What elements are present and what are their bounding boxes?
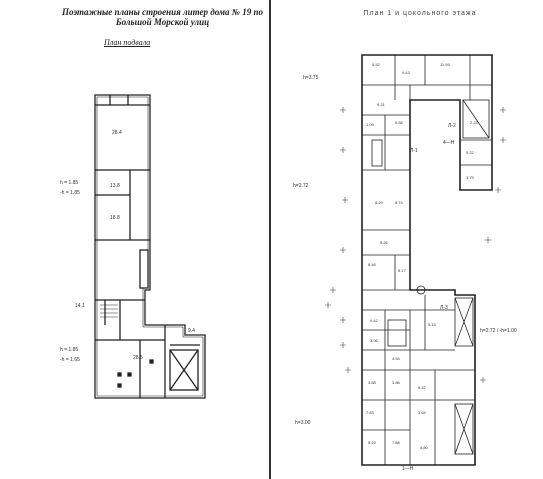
room-area: 8.46 xyxy=(368,262,376,267)
basement-level-mark: h = 1.85 xyxy=(60,180,79,186)
basement-room-area: 13.8 xyxy=(110,183,120,189)
room-area: 3.96 xyxy=(370,338,378,343)
room-area: 1.09 xyxy=(366,122,374,127)
basement-level-mark: -h = 1.85 xyxy=(60,190,80,196)
basement-level-mark: h = 1.85 xyxy=(60,347,79,353)
axis-mark: 4—H xyxy=(443,140,455,146)
room-area: 4.80 xyxy=(420,445,428,450)
room-area: 5.15 xyxy=(428,322,436,327)
sheet-divider xyxy=(269,0,271,479)
height-mark: h=3.00 xyxy=(295,420,311,426)
room-area: 3.86 xyxy=(392,380,400,385)
height-mark: h=2.72 xyxy=(293,183,309,189)
room-area: 8.29 xyxy=(375,200,383,205)
basement-room-area: 18.8 xyxy=(110,215,120,221)
height-mark: h=2.72 / -h=1.00 xyxy=(480,328,517,334)
room-area: 8.74 xyxy=(395,200,403,205)
room-area: 7.88 xyxy=(392,440,400,445)
room-area: 2.23 xyxy=(470,120,478,125)
room-area: 5.17 xyxy=(398,268,406,273)
basement-room-area: 28.5 xyxy=(133,355,143,361)
room-area: 4.42 xyxy=(370,318,378,323)
axis-mark: 1—H xyxy=(402,466,414,472)
room-area: 5.29 xyxy=(368,440,376,445)
room-area: 3.88 xyxy=(368,380,376,385)
basement-room-area: 28.4 xyxy=(112,130,122,136)
room-area: 3.79 xyxy=(466,175,474,180)
right-sheet-title: План 1 и цокольного этажа xyxy=(363,10,477,17)
room-area: 4.43 xyxy=(402,70,410,75)
basement-room-area: 9.4 xyxy=(188,328,195,334)
room-area: 9.21 xyxy=(377,102,385,107)
room-area: 5.56 xyxy=(395,120,403,125)
room-area: 5.52 xyxy=(372,62,380,67)
room-area: 7.83 xyxy=(366,410,374,415)
left-sheet-title: Поэтажные планы строения литер дома № 19… xyxy=(61,7,264,27)
room-area: 4.54 xyxy=(392,356,400,361)
room-area: 11.99 xyxy=(440,62,450,67)
room-area: 5.26 xyxy=(380,240,388,245)
room-area: 5.22 xyxy=(466,150,474,155)
left-sheet-subtitle: План подвала xyxy=(104,38,151,47)
basement-room-area: 14.1 xyxy=(75,303,85,309)
stair-label: Л-1 xyxy=(410,148,418,154)
room-area: 6.42 xyxy=(418,385,426,390)
height-mark: h=3.75 xyxy=(303,75,319,81)
stair-label: Л-2 xyxy=(448,123,456,129)
stair-label: Л-3 xyxy=(440,305,448,311)
basement-level-mark: -h = 1.65 xyxy=(60,357,80,363)
room-area: 3.64 xyxy=(418,410,426,415)
